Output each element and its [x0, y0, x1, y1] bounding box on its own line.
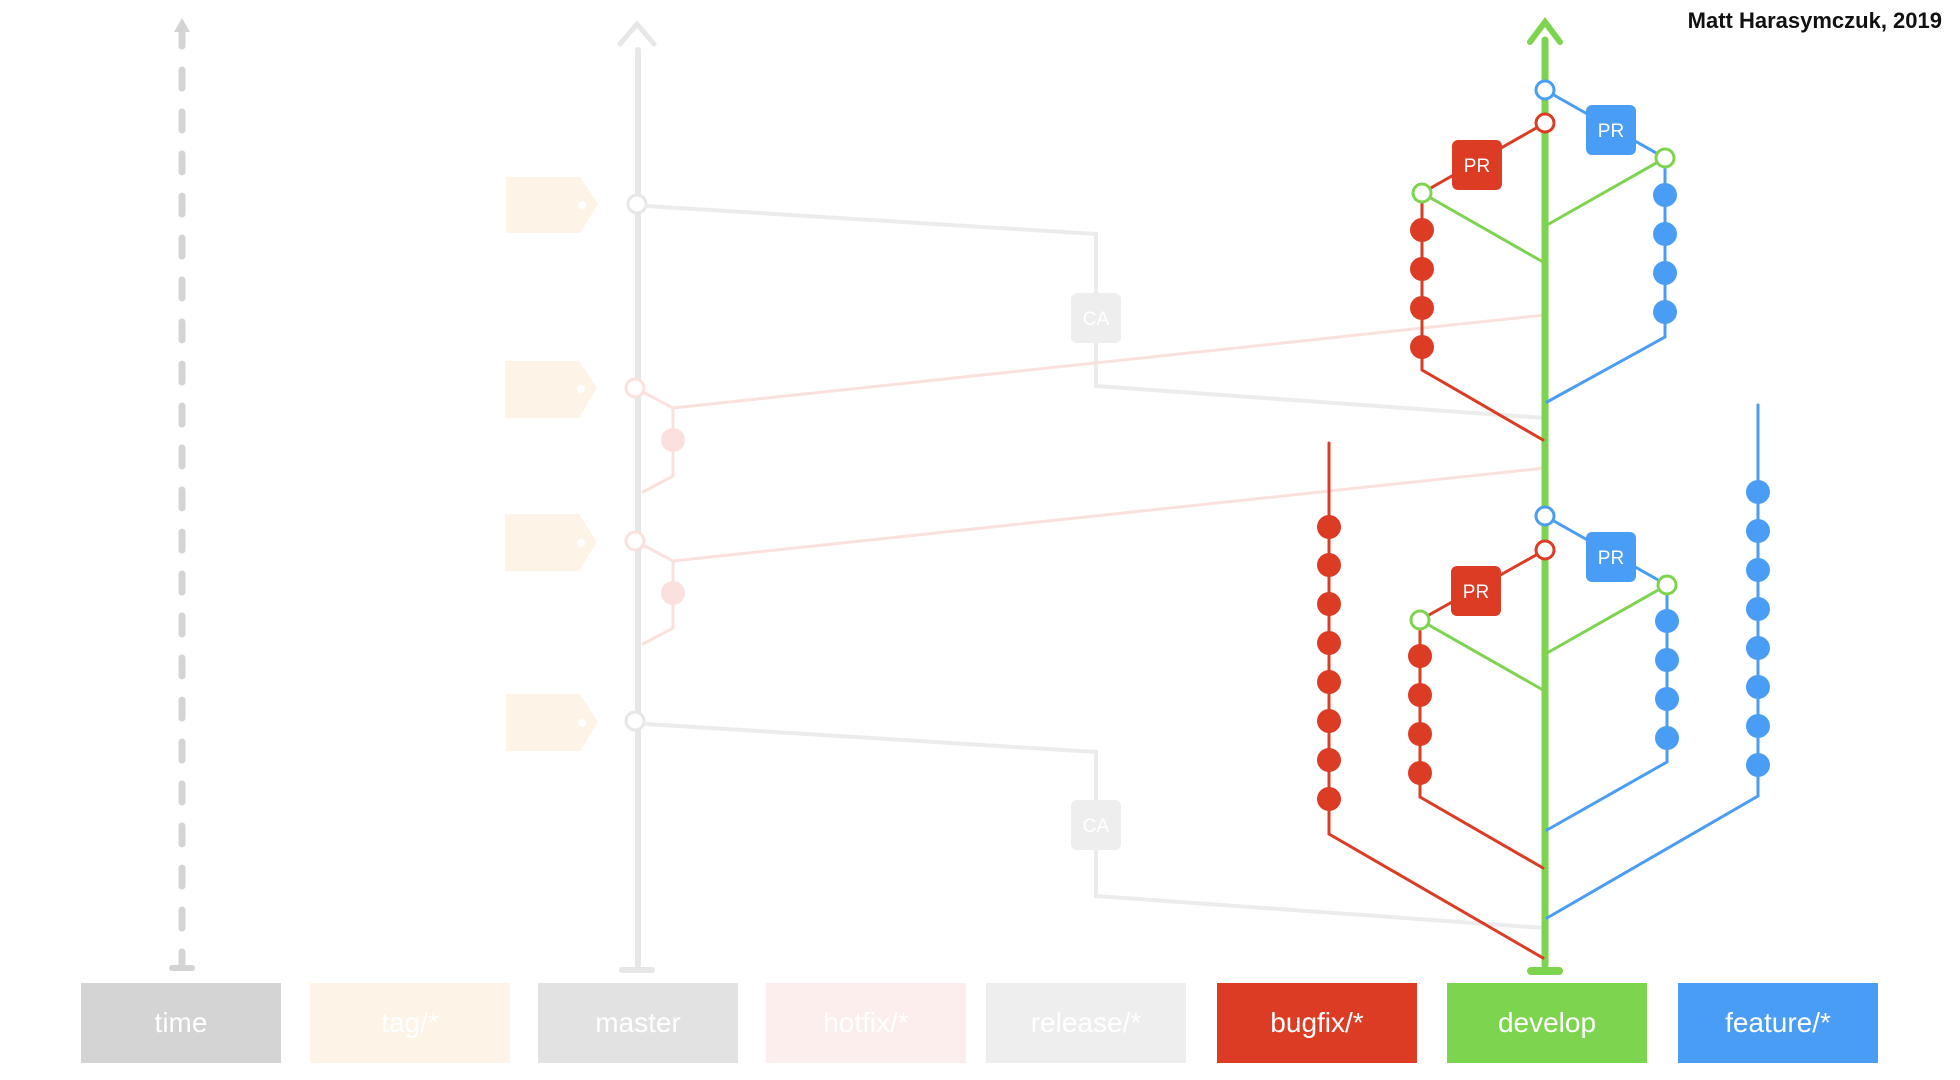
- feature-commit: [1746, 714, 1770, 738]
- bugfix-commit: [1408, 722, 1432, 746]
- tag-icon: [505, 514, 597, 571]
- feature-branch-line: [1545, 403, 1760, 920]
- lane-label-bugfix: bugfix/*: [1217, 983, 1417, 1063]
- develop-merge-line: [1418, 618, 1545, 692]
- lane-label-hotfix: hotfix/*: [766, 983, 966, 1063]
- tag-icon: [506, 177, 598, 233]
- svg-text:CA: CA: [1083, 816, 1110, 837]
- bugfix-commit: [1408, 644, 1432, 668]
- hotfix-commit: [661, 428, 685, 452]
- lower-cycle: PR PR: [1317, 403, 1770, 960]
- cherry-pick-badge: CA: [1071, 800, 1121, 850]
- merge-commit: [1656, 574, 1678, 596]
- hotfix-merge-line: [671, 466, 1547, 563]
- lane-label-feature: feature/*: [1678, 983, 1878, 1063]
- svg-text:CA: CA: [1083, 309, 1110, 330]
- master-commit: [624, 710, 646, 732]
- lane-label-tag: tag/*: [310, 983, 510, 1063]
- feature-commit: [1746, 558, 1770, 582]
- feature-commit: [1746, 519, 1770, 543]
- author-credit: Matt Harasymczuk, 2019: [1687, 8, 1942, 33]
- develop-merge-line: [1545, 156, 1667, 227]
- bugfix-commit: [1410, 335, 1434, 359]
- svg-text:PR: PR: [1464, 156, 1490, 177]
- feature-commit: [1746, 480, 1770, 504]
- develop-commit: [1534, 112, 1556, 134]
- bugfix-commit: [1317, 592, 1341, 616]
- bugfix-commit: [1408, 761, 1432, 785]
- feature-commit: [1653, 222, 1677, 246]
- pull-request-badge: PR: [1586, 532, 1636, 582]
- feature-commit: [1655, 687, 1679, 711]
- master-commit: [624, 530, 646, 552]
- hotfix-merge-line: [671, 313, 1547, 410]
- svg-text:PR: PR: [1463, 582, 1489, 603]
- bugfix-commit: [1317, 787, 1341, 811]
- develop-arrowhead: [1527, 17, 1563, 45]
- bugfix-commit: [1410, 257, 1434, 281]
- master-commit: [624, 377, 646, 399]
- feature-commit: [1655, 648, 1679, 672]
- bugfix-branch-line: [1327, 441, 1545, 960]
- feature-commit: [1746, 675, 1770, 699]
- bugfix-commit: [1410, 218, 1434, 242]
- time-axis-arrowhead: [174, 18, 190, 32]
- feature-commit: [1746, 636, 1770, 660]
- svg-text:PR: PR: [1598, 548, 1624, 569]
- feature-commit: [1653, 261, 1677, 285]
- bugfix-commit: [1317, 670, 1341, 694]
- master-arrowhead: [617, 20, 657, 47]
- develop-commit: [1534, 505, 1556, 527]
- merge-commit: [1411, 182, 1433, 204]
- develop-commit: [1534, 79, 1556, 101]
- hotfix-commit: [661, 581, 685, 605]
- faded-background-branches: CA CA: [169, 18, 1547, 973]
- feature-commit: [1655, 609, 1679, 633]
- feature-commit: [1746, 753, 1770, 777]
- feature-commit: [1653, 300, 1677, 324]
- feature-commit: [1746, 597, 1770, 621]
- tag-icon: [505, 361, 597, 418]
- feature-commit: [1655, 726, 1679, 750]
- merge-commit: [1409, 609, 1431, 631]
- svg-text:PR: PR: [1598, 121, 1624, 142]
- master-commit: [626, 193, 648, 215]
- bugfix-commit: [1317, 553, 1341, 577]
- lane-label-release: release/*: [986, 983, 1186, 1063]
- develop-merge-line: [1420, 191, 1545, 264]
- develop-commit: [1534, 539, 1556, 561]
- pull-request-badge: PR: [1586, 105, 1636, 155]
- bugfix-commit: [1317, 709, 1341, 733]
- bugfix-commit: [1317, 748, 1341, 772]
- pull-request-badge: PR: [1452, 140, 1502, 190]
- tag-icon: [506, 694, 598, 751]
- cherry-pick-badge: CA: [1071, 293, 1121, 343]
- bugfix-commit: [1317, 631, 1341, 655]
- bugfix-commit: [1408, 683, 1432, 707]
- develop-branch: [1527, 17, 1563, 975]
- develop-merge-line: [1545, 583, 1669, 655]
- upper-cycle: PR PR: [1410, 79, 1677, 442]
- bugfix-commit: [1317, 515, 1341, 539]
- lane-label-develop: develop: [1447, 983, 1647, 1063]
- pull-request-badge: PR: [1451, 566, 1501, 616]
- bugfix-commit: [1410, 296, 1434, 320]
- merge-commit: [1654, 147, 1676, 169]
- lane-label-time: time: [81, 983, 281, 1063]
- feature-commit: [1653, 183, 1677, 207]
- lane-label-master: master: [538, 983, 738, 1063]
